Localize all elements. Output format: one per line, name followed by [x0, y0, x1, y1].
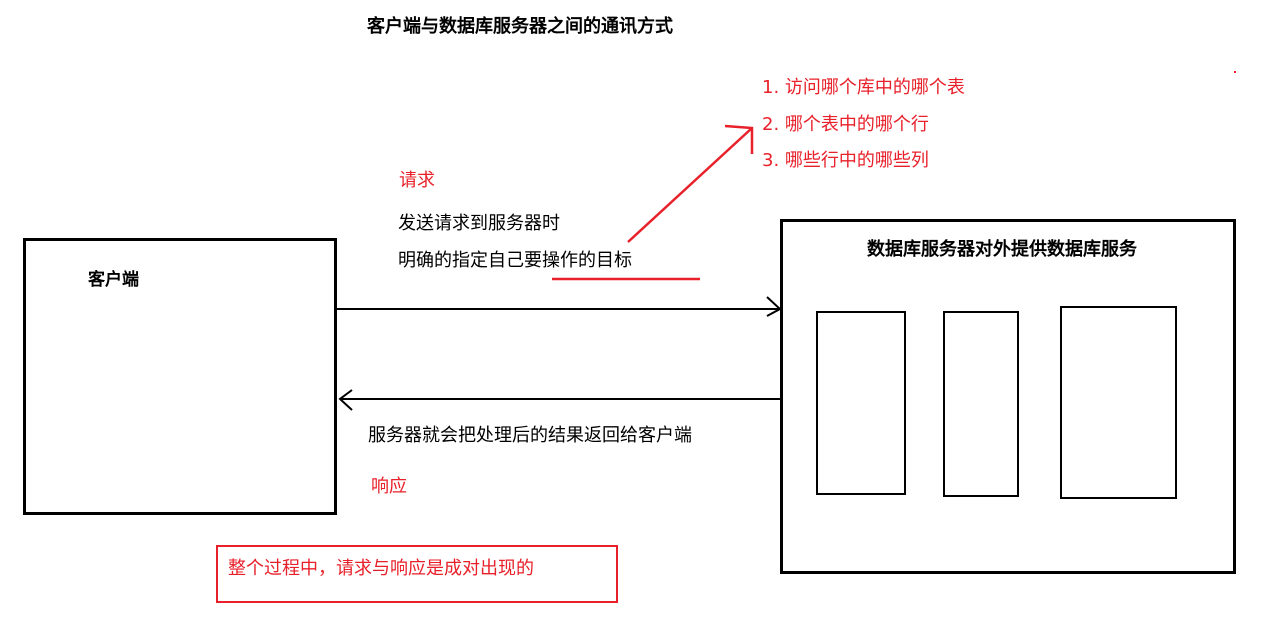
- target-item-2: 2. 哪个表中的哪个行: [762, 114, 929, 135]
- response-text: 服务器就会把处理后的结果返回给客户端: [368, 425, 692, 446]
- client-label: 客户端: [88, 270, 139, 290]
- note-box: [216, 545, 618, 603]
- note-text: 整个过程中，请求与响应是成对出现的: [228, 558, 534, 579]
- target-item-1: 1. 访问哪个库中的哪个表: [762, 77, 965, 98]
- target-pointer-arrow: [627, 124, 754, 243]
- server-label: 数据库服务器对外提供数据库服务: [867, 239, 1137, 260]
- client-box: [23, 238, 337, 515]
- diagram-title: 客户端与数据库服务器之间的通讯方式: [367, 16, 673, 37]
- request-text-1: 发送请求到服务器时: [398, 213, 560, 234]
- response-label: 响应: [371, 476, 407, 497]
- database-box-2: [943, 311, 1019, 497]
- database-box-3: [1060, 306, 1177, 499]
- stray-dot: [1234, 71, 1236, 73]
- server-box: [780, 219, 1236, 574]
- request-arrow: [337, 296, 782, 317]
- database-box-1: [816, 311, 906, 495]
- target-item-3: 3. 哪些行中的哪些列: [762, 150, 929, 171]
- request-label: 请求: [399, 170, 435, 191]
- response-arrow: [338, 389, 780, 411]
- request-text-2: 明确的指定自己要操作的目标: [398, 250, 632, 271]
